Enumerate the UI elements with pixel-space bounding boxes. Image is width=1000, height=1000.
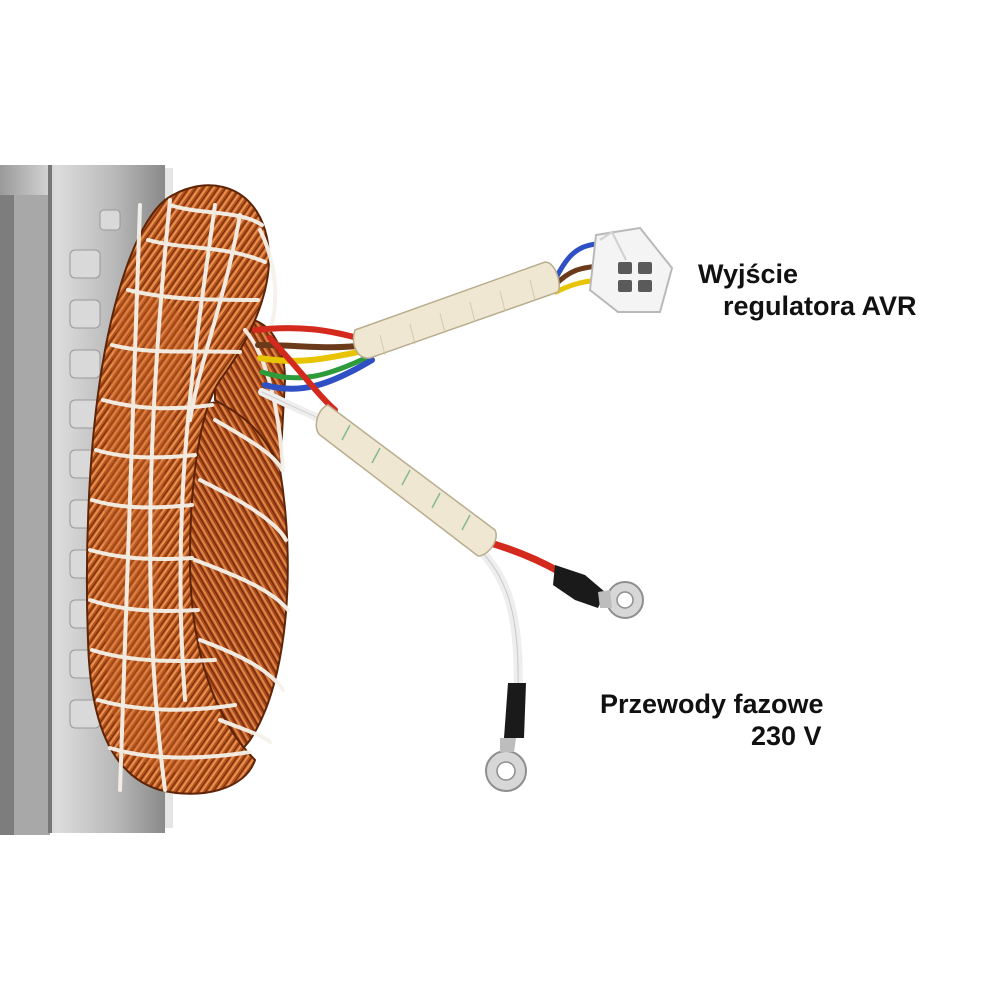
lacing-ties bbox=[88, 198, 290, 792]
avr-output-label-line2: regulatora AVR bbox=[723, 291, 917, 321]
phase-wires-label-line1: Przewody fazowe bbox=[600, 689, 824, 719]
avr-sleeve bbox=[352, 261, 560, 359]
ring-terminal-icon bbox=[485, 683, 527, 792]
avr-connector-icon bbox=[588, 226, 674, 313]
phase-wires-label: Przewody fazowe 230 V bbox=[600, 688, 824, 752]
phase-wires-label-line2: 230 V bbox=[751, 721, 822, 751]
avr-output-label: Wyjście regulatora AVR bbox=[698, 258, 917, 322]
phase-wires bbox=[258, 335, 564, 695]
phase-sleeve bbox=[315, 404, 497, 557]
avr-output-label-line1: Wyjście bbox=[698, 259, 799, 289]
ring-terminal-icon bbox=[553, 565, 644, 619]
